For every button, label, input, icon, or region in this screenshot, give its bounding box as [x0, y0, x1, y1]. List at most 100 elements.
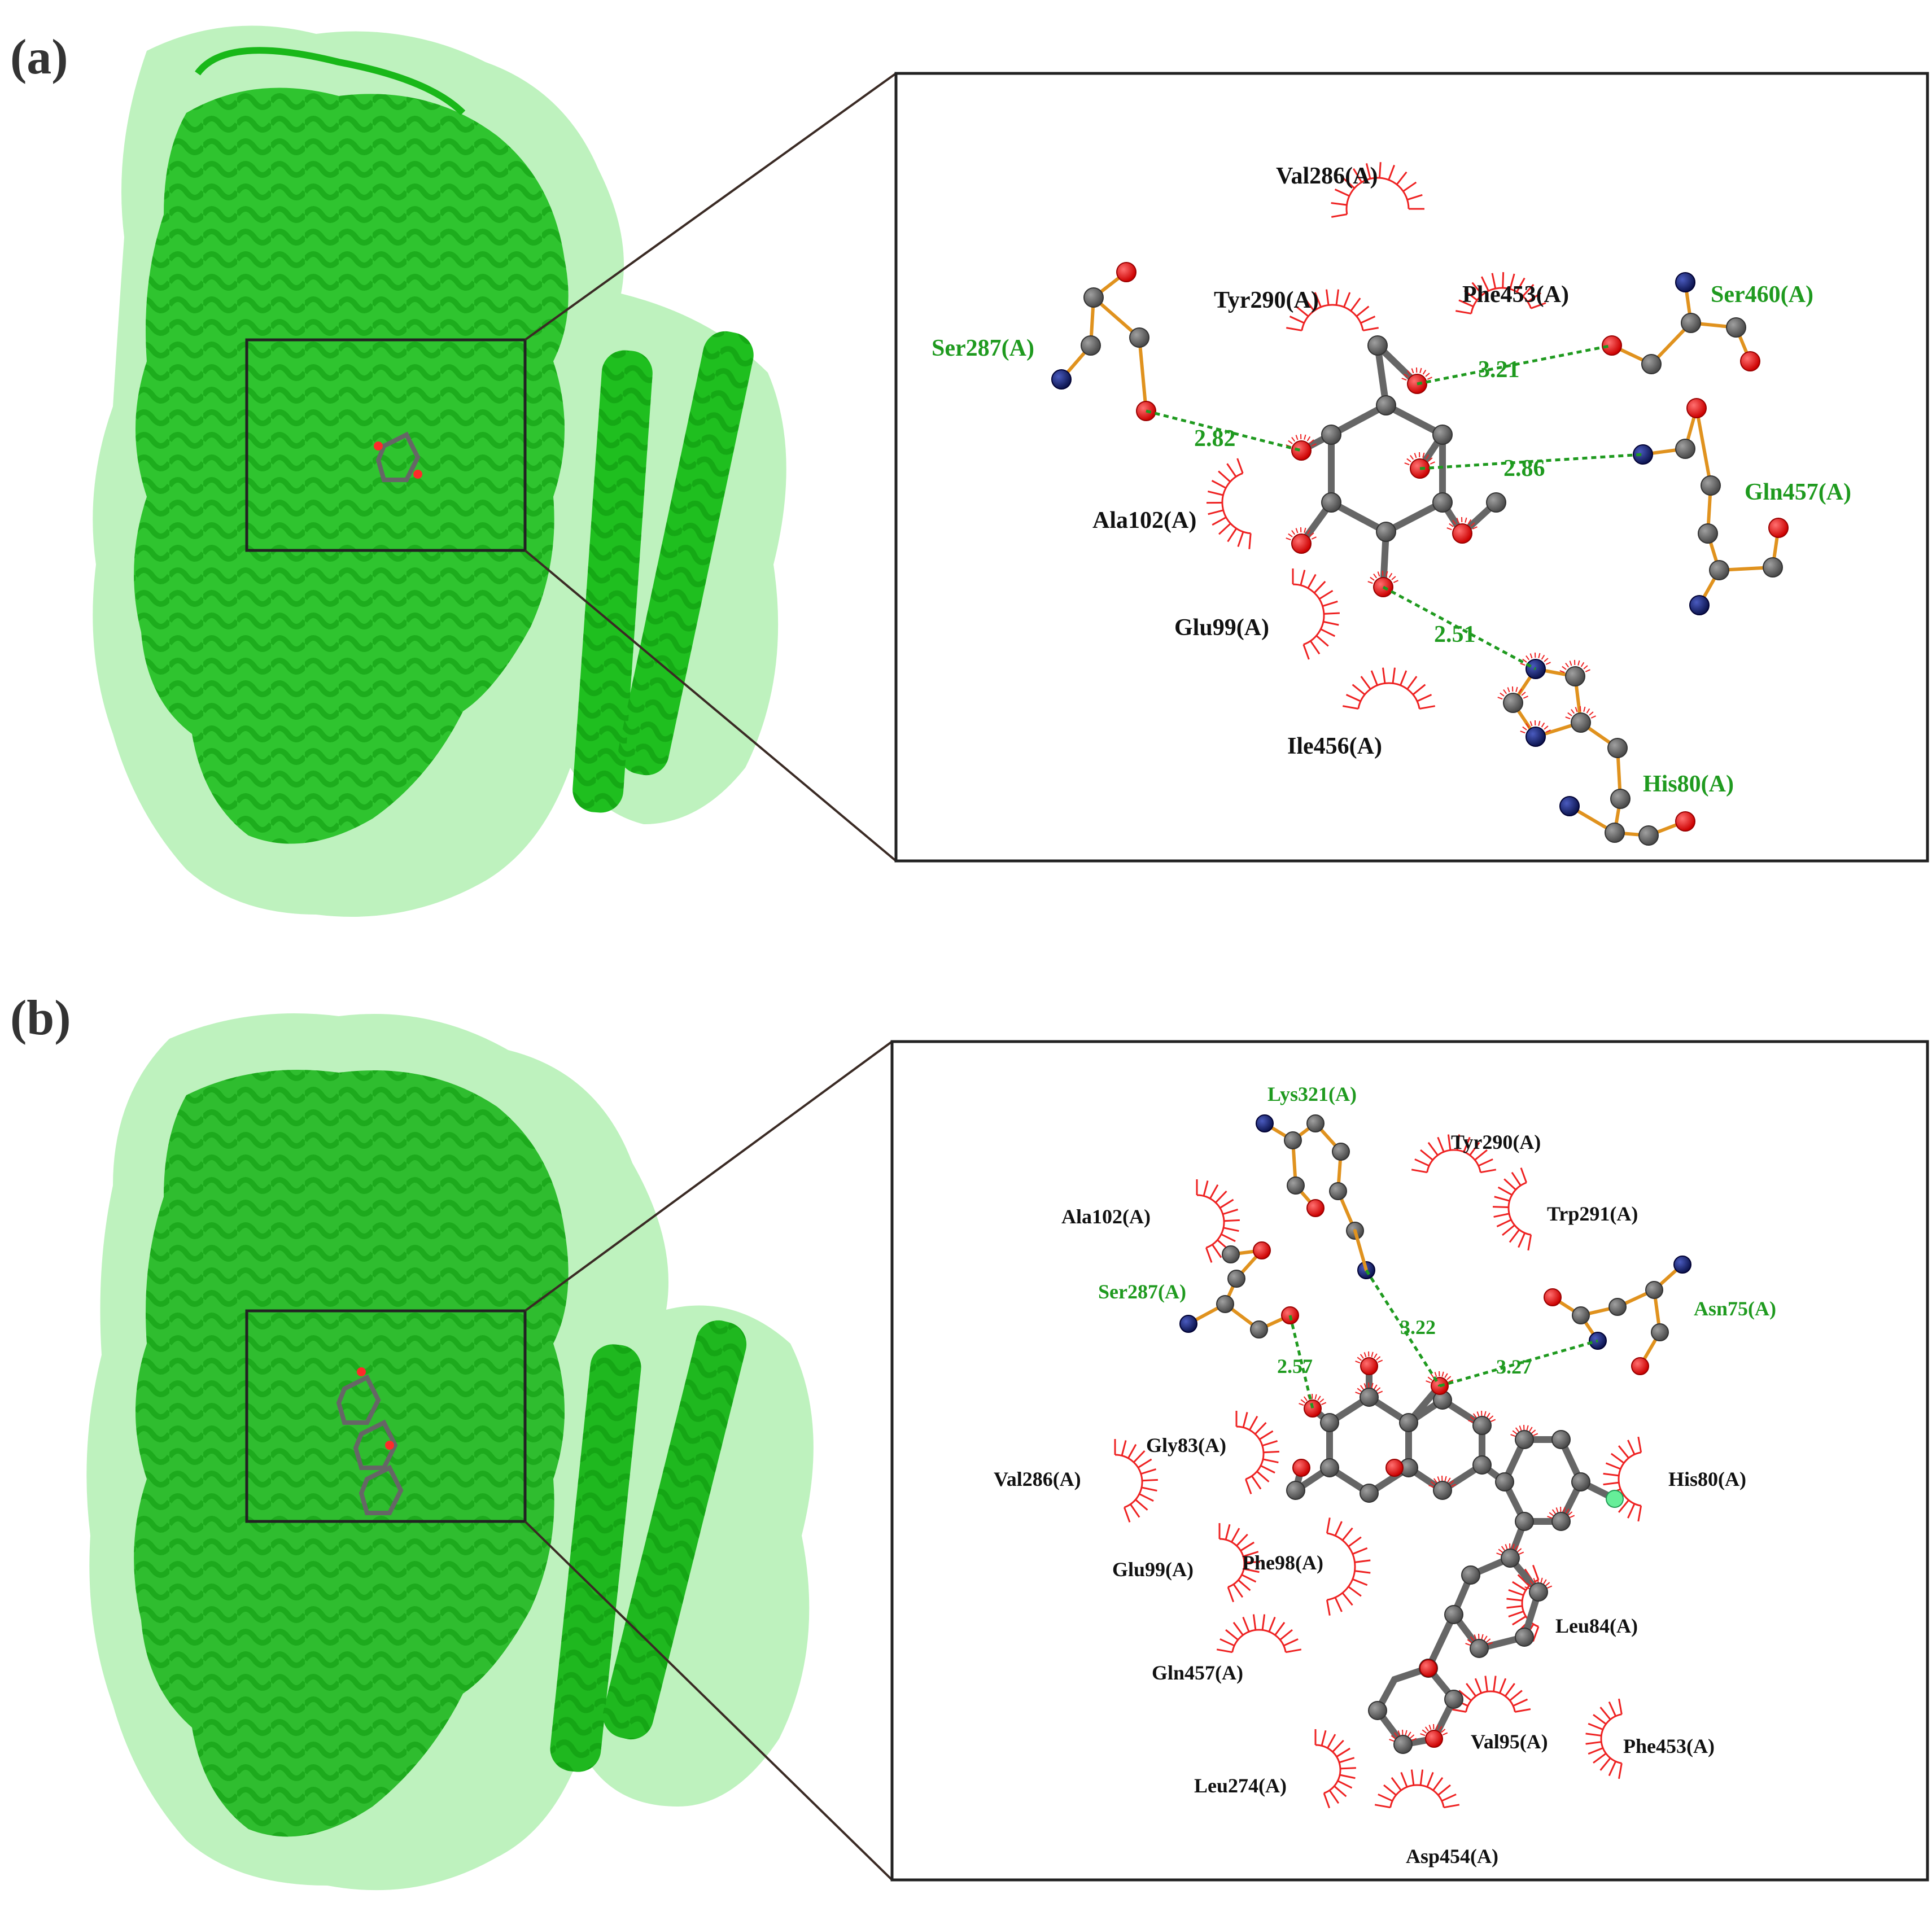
ligand-b-contact-tick	[1465, 1643, 1471, 1646]
hydrophobic-asp454-b-spoke	[1444, 1804, 1460, 1809]
hydrophobic-glu99-b-spoke	[1238, 1579, 1251, 1591]
hydrophobic-glu99-a-spoke	[1307, 574, 1317, 589]
hydrophobic-gln457-b-spoke	[1216, 1648, 1232, 1654]
hydrophobic-asp454-b-arc	[1389, 1784, 1445, 1808]
residue-a-his80-cb	[1607, 738, 1628, 758]
hydrophobic-leu84-b-spoke	[1508, 1610, 1524, 1617]
hydrophobic-ile456-a-arc	[1357, 682, 1420, 709]
residue-b-asn75-o	[1631, 1357, 1649, 1375]
panel-a-helix-right-1-tex	[572, 350, 653, 813]
hydrophobic-phe453-b-spoke	[1593, 1714, 1607, 1725]
residue-a-his80-contact-tick	[1544, 658, 1549, 662]
hbond-a-his80	[1382, 585, 1537, 671]
hydrophobic-ala102-a	[1206, 458, 1252, 549]
hydrophobic-tyr290-b-spoke	[1463, 1136, 1471, 1152]
ligand-b-carbon	[1399, 1413, 1418, 1432]
ligand-b-carbon	[1515, 1512, 1534, 1531]
residue-a-his80-ring-c	[1503, 693, 1523, 713]
hbond-a-gln457	[1419, 453, 1643, 470]
residue-b-lys321-cg	[1332, 1143, 1350, 1161]
ligand-b-carbon	[1495, 1472, 1514, 1492]
hydrophobic-tyr290-a-spoke	[1335, 289, 1339, 305]
ligand-b-contact-tick	[1545, 1582, 1550, 1586]
residue-label-ala102-a: Ala102(A)	[1092, 508, 1196, 533]
hydrophobic-phe98-b-arc	[1327, 1532, 1356, 1601]
ligand-b-contact-tick	[1436, 1724, 1439, 1730]
hydrophobic-glu99-b-spoke	[1244, 1561, 1260, 1564]
residue-a-his80-contact-tick	[1590, 715, 1596, 719]
ligand-b-contact-tick	[1363, 1383, 1367, 1389]
residue-label-phe453-a: Phe453(A)	[1462, 282, 1569, 308]
hydrophobic-glu99-b-spoke	[1241, 1574, 1257, 1583]
ligand-b-contact-tick	[1489, 1415, 1494, 1420]
ligand-b-contact-tick	[1533, 1578, 1536, 1584]
hydrophobic-leu274-b-spoke	[1340, 1767, 1356, 1770]
residue-a-his80-ring-c	[1565, 666, 1585, 686]
ligand-a-ring-carbon	[1432, 425, 1453, 445]
residue-a-ser460-cb	[1641, 354, 1662, 374]
hydrophobic-phe98-b-spoke	[1354, 1570, 1371, 1574]
hydrophobic-phe98-b-spoke	[1341, 1527, 1353, 1541]
hydrophobic-val286-a-spoke	[1342, 177, 1356, 189]
residue-label-val286-b: Val286(A)	[994, 1468, 1081, 1490]
ligand-b-contact-tick	[1549, 1512, 1554, 1516]
hydrophobic-gly83-b-spoke	[1258, 1430, 1274, 1440]
hydrophobic-leu274-b-spoke	[1339, 1757, 1355, 1764]
hydrophobic-his80-b-spoke	[1637, 1506, 1642, 1522]
ligand-a-contact-tick	[1291, 530, 1296, 535]
hydrophobic-trp291-b-spoke	[1503, 1178, 1516, 1191]
panel-a-interaction-diagram: Val286(A)Tyr290(A)Phe453(A)Ala102(A)Glu9…	[932, 162, 1851, 846]
residue-a-his80-o	[1675, 811, 1695, 832]
ligand-a-contact-tick	[1306, 529, 1311, 535]
hydrophobic-leu274-b-spoke	[1336, 1747, 1350, 1758]
hydrophobic-his80-b-spoke	[1627, 1440, 1636, 1455]
ligand-b-carbon	[1472, 1455, 1492, 1475]
hydrophobic-tyr290-b-spoke	[1456, 1134, 1461, 1151]
ligand-a-contact-tick	[1465, 517, 1467, 523]
hydrophobic-asp454-b-spoke	[1391, 1777, 1402, 1791]
residue-label-lys321-b: Lys321(A)	[1267, 1083, 1357, 1105]
hydrophobic-val286-b	[1114, 1439, 1158, 1523]
ligand-a-contact-tick	[1370, 576, 1375, 581]
hydrophobic-tyr290-b-spoke	[1478, 1158, 1493, 1167]
hydrophobic-glu99-b-spoke	[1236, 1533, 1248, 1547]
ligand-b-carbon	[1286, 1481, 1305, 1500]
residue-label-phe453-b: Phe453(A)	[1623, 1735, 1715, 1757]
hydrophobic-val95-b-spoke	[1509, 1690, 1523, 1702]
residue-a-his80-ring-c	[1571, 712, 1591, 733]
hydrophobic-val95-b-spoke	[1513, 1698, 1528, 1707]
ligand-a-methyl	[1486, 492, 1506, 513]
hydrophobic-val95-b-spoke	[1504, 1683, 1515, 1697]
residue-a-his80-contact-tick	[1523, 696, 1528, 699]
ligand-b-contact-tick	[1376, 1356, 1381, 1361]
ligand-b-contact-tick	[1371, 1351, 1374, 1357]
ligand-b-carbon	[1551, 1430, 1571, 1449]
ligand-b-contact-tick	[1540, 1577, 1543, 1583]
hydrophobic-val95-b-arc	[1465, 1690, 1516, 1712]
ligand-b-contact-tick	[1526, 1582, 1532, 1587]
hydrophobic-trp291-b-spoke	[1518, 1232, 1526, 1248]
hydrophobic-his80-b-spoke	[1637, 1436, 1642, 1453]
residue-b-ser287-ca	[1216, 1295, 1234, 1313]
hydrophobic-his80-b-spoke	[1603, 1481, 1619, 1486]
hydrophobic-val286-a-arc	[1345, 177, 1410, 215]
hydrophobic-tyr290-a-arc	[1301, 304, 1364, 331]
ligand-b-oxygen	[1360, 1357, 1378, 1375]
ligand-b-contact-tick	[1441, 1371, 1444, 1377]
hydrophobic-gln457-b-spoke	[1232, 1621, 1244, 1636]
ligand-b-thf-carbon	[1393, 1735, 1413, 1754]
ligand-b-contact-tick	[1568, 1511, 1573, 1516]
residue-label-ser287-a: Ser287(A)	[932, 335, 1034, 361]
ligand-b-contact-tick	[1357, 1357, 1362, 1361]
hydrophobic-val286-b-spoke	[1135, 1499, 1148, 1511]
residue-b-ser287-n	[1179, 1315, 1197, 1333]
hydrophobic-gln457-b-spoke	[1261, 1614, 1266, 1630]
hydrophobic-val286-a-spoke	[1402, 181, 1417, 193]
ligand-b-contact-tick	[1487, 1412, 1490, 1418]
ligand-b-carbon	[1470, 1639, 1489, 1658]
hydrophobic-ala102-b-spoke	[1223, 1219, 1240, 1222]
hydrophobic-ala102-b	[1196, 1179, 1240, 1263]
ligand-b-carbon	[1571, 1472, 1590, 1492]
hydrophobic-ala102-a-spoke	[1208, 509, 1224, 515]
residue-a-his80-contact-tick	[1565, 662, 1570, 668]
